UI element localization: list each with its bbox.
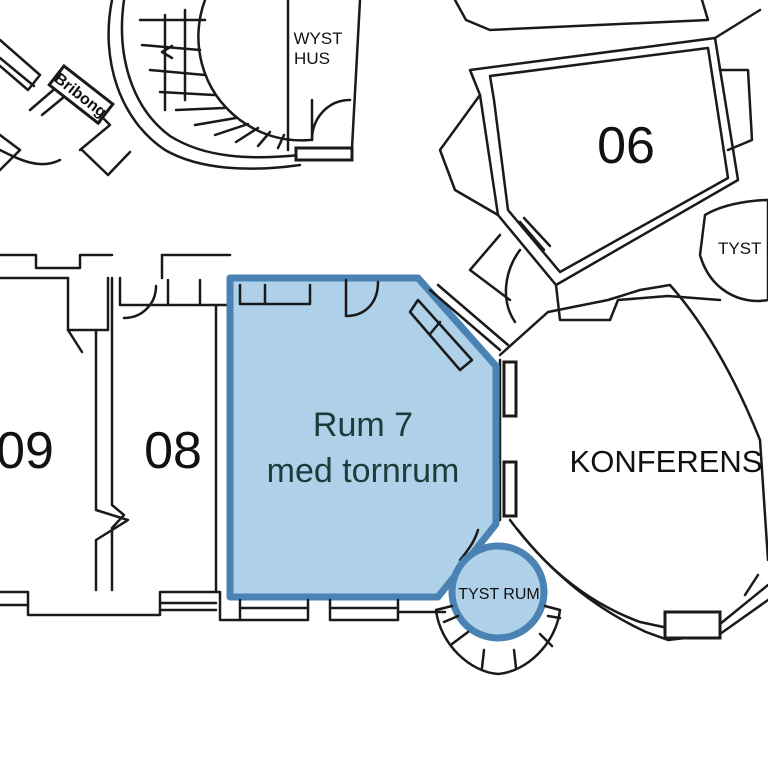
- tyst-rum-label: TYST RUM: [458, 586, 539, 603]
- tyst-rum-area[interactable]: [448, 542, 548, 642]
- konferens-walls: [498, 283, 768, 642]
- spiral-stairs: [138, 0, 312, 150]
- room-7-area[interactable]: [226, 274, 500, 601]
- room-7-highlight[interactable]: [226, 274, 510, 622]
- room-09-label: 09: [0, 422, 54, 480]
- room-06-walls: [438, 0, 768, 324]
- konferens-label: KONFERENS: [570, 444, 763, 479]
- room-08-label: 08: [144, 422, 202, 480]
- room-7-label-line1: Rum 7: [313, 406, 413, 444]
- stairwell-area: Bribong: [0, 0, 362, 177]
- room-7-label-line2: med tornrum: [267, 452, 460, 490]
- wysthus-label-line2: HUS: [294, 49, 330, 68]
- wysthus-label-line1: WYST: [293, 29, 342, 48]
- room-06-label: 06: [597, 117, 655, 175]
- tyst-rum-tower[interactable]: [434, 542, 562, 676]
- entrance-sign: Bribong: [47, 63, 115, 126]
- tyst-room-right-label: TYST R: [718, 239, 768, 258]
- room-09-08-walls: [0, 253, 242, 622]
